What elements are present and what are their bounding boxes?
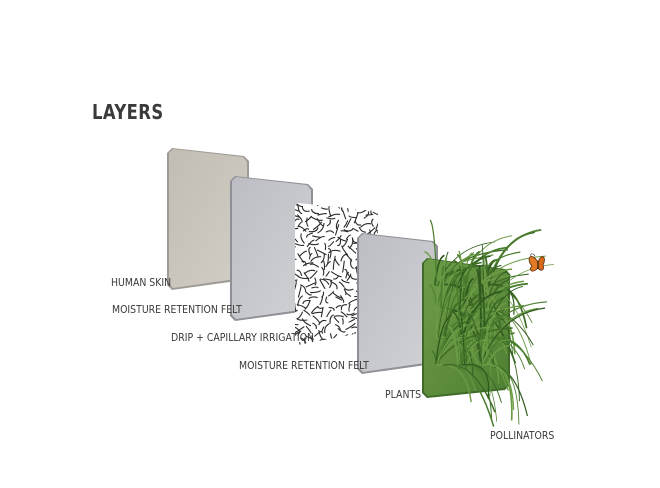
- layer-plants: [422, 219, 554, 427]
- label-plants: PLANTS: [385, 388, 422, 401]
- label-drip-irrigation: DRIP + CAPILLARY IRRIGATION: [171, 331, 315, 344]
- label-pollinators: POLLINATORS: [490, 429, 555, 442]
- label-human-skin: HUMAN SKIN: [111, 276, 172, 289]
- layer-moisture-felt-1: [230, 176, 313, 321]
- butterfly-icon: [528, 253, 545, 272]
- label-moisture-felt-2: MOISTURE RETENTION FELT: [239, 359, 369, 372]
- label-moisture-felt-1: MOISTURE RETENTION FELT: [112, 303, 242, 316]
- diagram-title: LAYERS: [92, 100, 164, 124]
- layer-moisture-felt-2: [357, 233, 438, 374]
- layer-human-skin: [167, 148, 249, 290]
